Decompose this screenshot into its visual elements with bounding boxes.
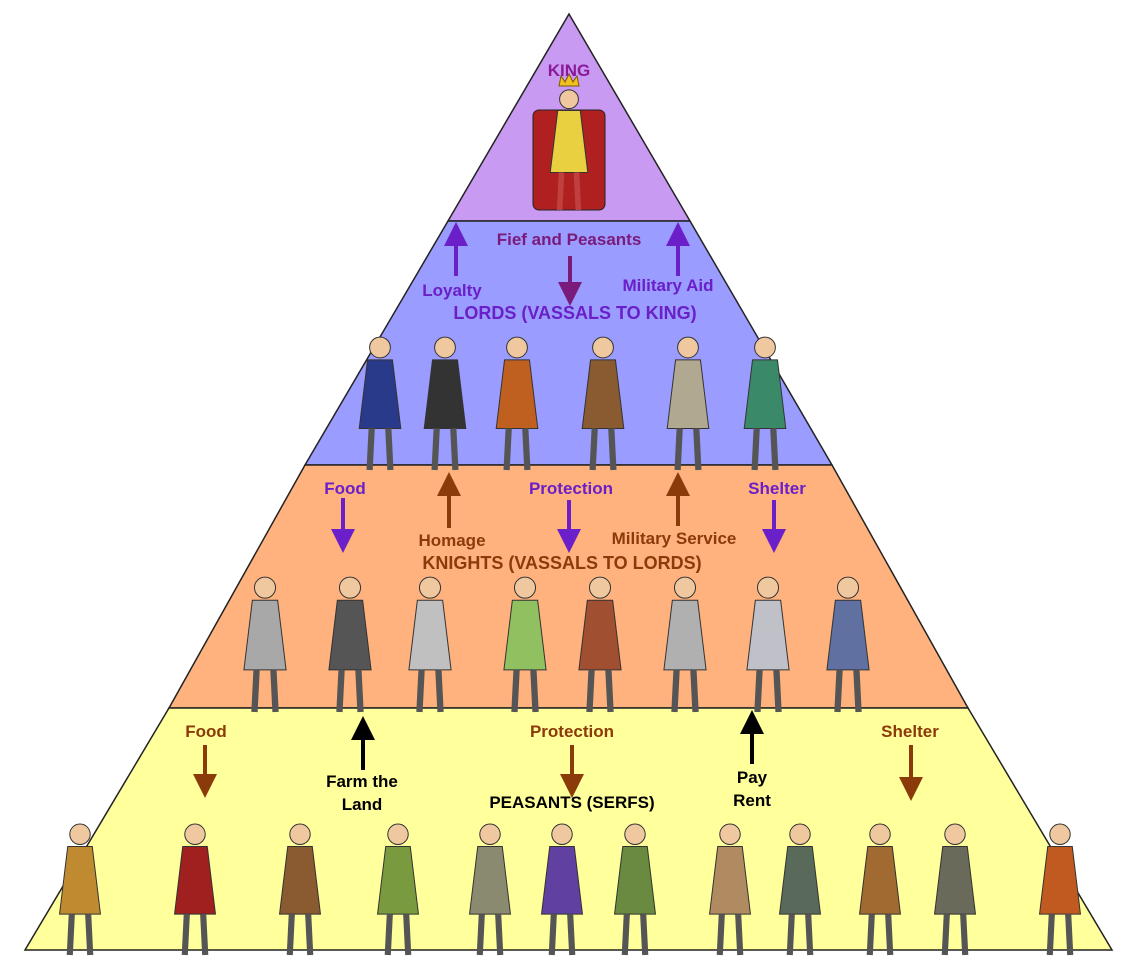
label-rent: Rent <box>733 791 771 810</box>
label-military-service: Military Service <box>612 529 737 548</box>
knight-illustration <box>243 576 287 713</box>
peasant-illustration <box>933 823 977 956</box>
peasant-illustration <box>778 823 822 956</box>
knight-illustration <box>503 576 547 713</box>
label-homage: Homage <box>418 531 485 550</box>
lord-illustration <box>743 336 787 471</box>
knights-title: KNIGHTS (VASSALS TO LORDS) <box>422 553 701 573</box>
peasant-illustration <box>468 823 512 956</box>
label-fief-and-peasants: Fief and Peasants <box>497 230 642 249</box>
lord-illustration <box>581 336 625 471</box>
label-knight-shelter: Shelter <box>748 479 806 498</box>
king-title: KING <box>548 61 591 80</box>
peasant-illustration <box>278 823 322 956</box>
crown-icon <box>558 72 580 87</box>
peasants-title: PEASANTS (SERFS) <box>489 793 654 812</box>
lords-title: LORDS (VASSALS TO KING) <box>453 303 696 323</box>
lord-illustration <box>358 336 402 471</box>
label-military-aid: Military Aid <box>623 276 714 295</box>
label-knight-food: Food <box>324 479 366 498</box>
peasant-illustration <box>173 823 217 956</box>
knight-illustration <box>408 576 452 713</box>
peasant-illustration <box>858 823 902 956</box>
peasant-illustration <box>540 823 584 956</box>
knight-illustration <box>746 576 790 713</box>
label-farm-the: Farm the <box>326 772 398 791</box>
label-pay: Pay <box>737 768 768 787</box>
lord-illustration <box>495 336 539 471</box>
label-peasant-food: Food <box>185 722 227 741</box>
king-illustration <box>549 89 589 211</box>
peasant-illustration <box>58 823 102 956</box>
lord-illustration <box>423 336 467 471</box>
peasant-illustration <box>613 823 657 956</box>
label-peasant-shelter: Shelter <box>881 722 939 741</box>
knight-illustration <box>328 576 372 713</box>
lord-illustration <box>666 336 710 471</box>
peasant-illustration <box>708 823 752 956</box>
label-knight-protection: Protection <box>529 479 613 498</box>
label-peasant-protection: Protection <box>530 722 614 741</box>
label-land: Land <box>342 795 383 814</box>
knight-illustration <box>663 576 707 713</box>
knight-illustration <box>826 576 870 713</box>
label-loyalty: Loyalty <box>422 281 482 300</box>
knight-illustration <box>578 576 622 713</box>
peasant-illustration <box>376 823 420 956</box>
peasant-illustration <box>1038 823 1082 956</box>
